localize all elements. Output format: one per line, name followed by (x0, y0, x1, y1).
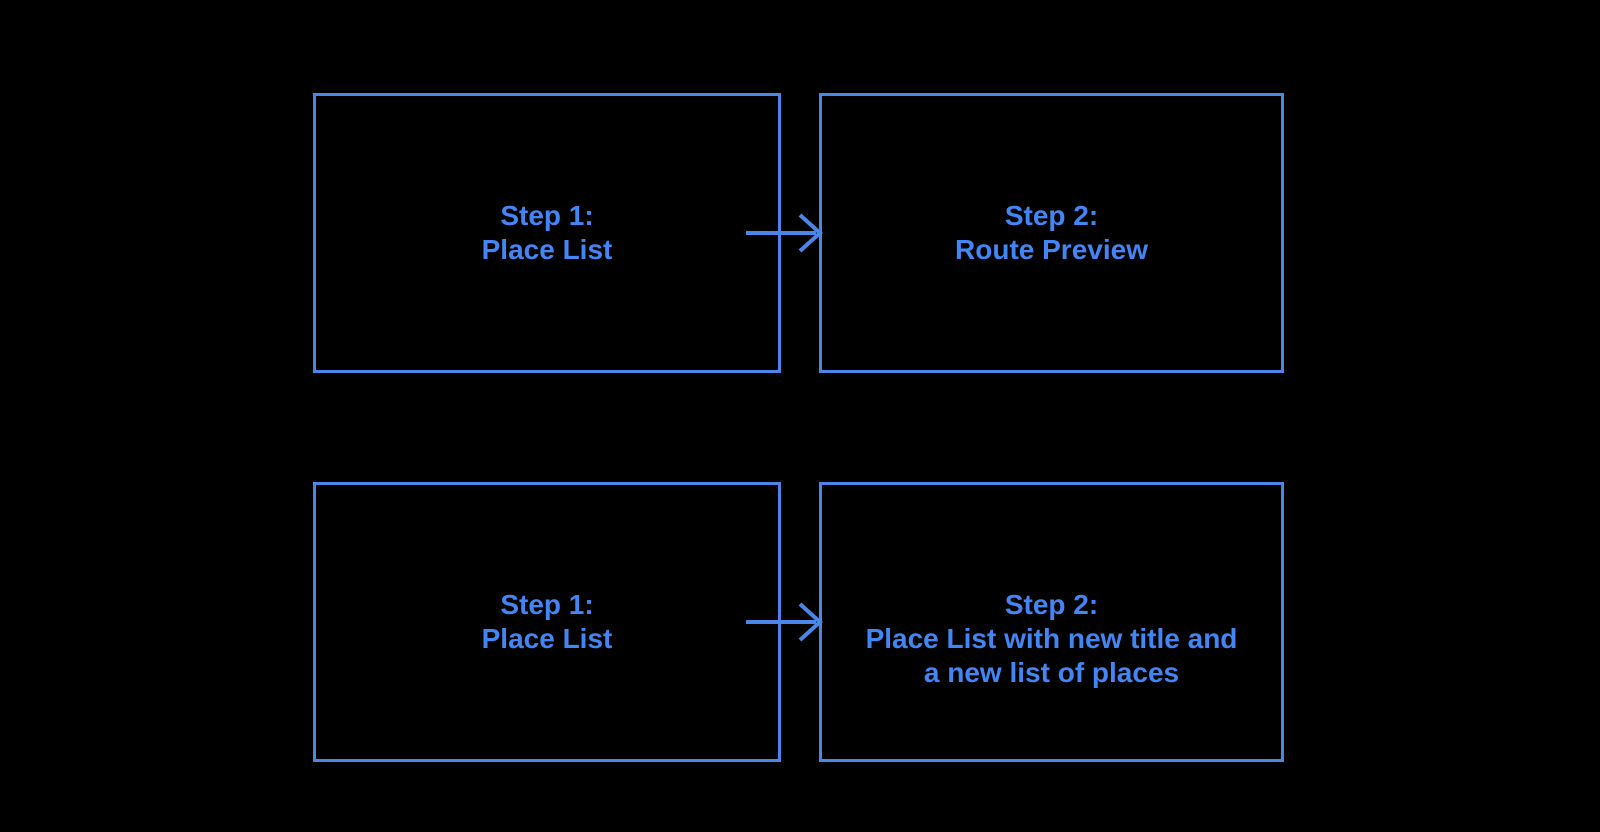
shape-label-line: Step 2: (1004, 200, 1099, 231)
shape-label-line: Step 1: (500, 200, 594, 231)
shape-label: Step 2: Place List with new title and a … (866, 588, 1238, 690)
shape-step1-place-list-bottom: Step 1: Place List (313, 482, 781, 762)
shape-label: Step 2: Route Preview (955, 199, 1148, 267)
shape-label-line: a new list of places (923, 657, 1180, 688)
shape-label-line: Route Preview (955, 234, 1148, 265)
shape-label-line: Step 2: (1004, 589, 1099, 620)
shape-label-line: Place List (481, 623, 613, 654)
shape-step2-place-list-new-title: Step 2: Place List with new title and a … (819, 482, 1284, 762)
right-arrow-icon (746, 213, 823, 253)
shape-label: Step 1: Place List (482, 588, 613, 656)
shape-step2-route-preview: Step 2: Route Preview (819, 93, 1284, 373)
shape-label: Step 1: Place List (482, 199, 613, 267)
shape-label-line: Place List with new title and (865, 623, 1238, 654)
shape-step1-place-list-top: Step 1: Place List (313, 93, 781, 373)
shape-label-line: Place List (481, 234, 613, 265)
shape-label-line: Step 1: (500, 589, 594, 620)
right-arrow-icon (746, 602, 823, 642)
